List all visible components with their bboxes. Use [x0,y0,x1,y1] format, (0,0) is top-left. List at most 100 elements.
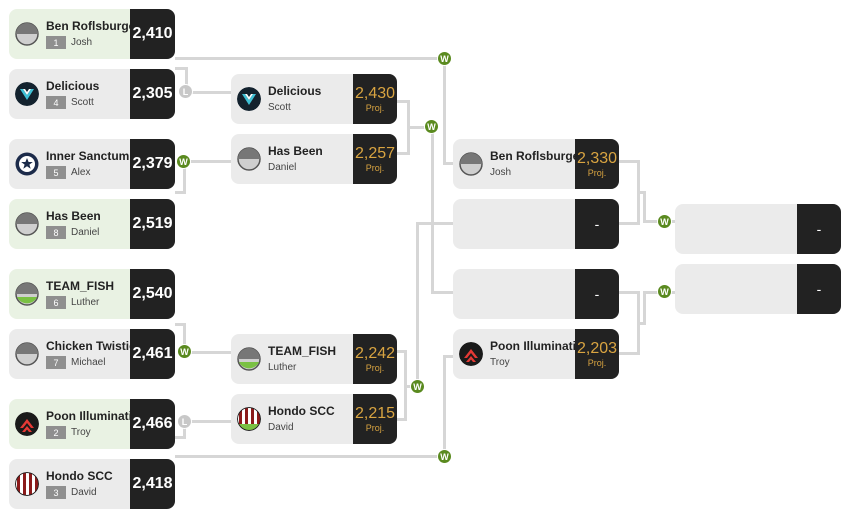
connector [431,291,453,294]
connector [643,191,646,222]
projected-score: 2,242 [354,344,396,362]
connector [619,160,639,163]
owner-name: Daniel [71,226,100,238]
owner-name: Luther [268,361,297,373]
team-name: Chicken Twisties [46,338,143,353]
connector [397,418,406,421]
team-name: Delicious [268,83,322,98]
win-badge: W [437,51,452,66]
team-logo-icon [237,407,261,431]
connector [175,67,187,70]
win-badge: W [176,154,191,169]
empty-score: - [816,221,822,237]
connector [397,350,406,353]
connector [643,291,646,325]
team-logo-icon [237,347,261,371]
team-name: Has Been [46,208,101,223]
empty-slot-card: - [453,269,619,319]
team-name: Has Been [268,143,323,158]
team-logo-icon [459,342,483,366]
team-logo-icon [15,282,39,306]
win-badge: W [410,379,425,394]
owner-name: Scott [71,96,94,108]
team-score: 2,410 [132,25,173,42]
team-score: 2,379 [132,155,173,172]
win-badge: W [437,449,452,464]
owner-name: Luther [71,296,100,308]
team-name: Ben Roflsburgers [490,148,591,163]
seed-badge: 6 [46,296,66,309]
empty-score: - [816,281,822,297]
projected-label: Proj. [587,167,607,178]
owner-name: Josh [490,166,512,178]
seed-badge: 1 [46,36,66,49]
connector [183,323,186,353]
projected-label: Proj. [365,422,385,433]
team-name: Poon Illuminati [490,338,576,353]
matchup-team-card[interactable]: Poon Illuminati 2 Troy 2,466 [9,399,175,449]
team-score: 2,461 [132,345,173,362]
empty-score: - [594,216,600,232]
connector [397,152,409,155]
final-slot-card: - [675,204,841,254]
owner-name: Scott [268,101,291,113]
team-name: Poon Illuminati [46,408,132,423]
owner-name: David [268,421,294,433]
seed-badge: 3 [46,486,66,499]
team-logo-icon [15,212,39,236]
team-score: 2,466 [132,415,173,432]
owner-name: Michael [71,356,106,368]
connector [619,291,639,294]
connector [619,352,639,355]
connector [175,436,185,439]
owner-name: Alex [71,166,91,178]
connector [619,222,639,225]
owner-name: Troy [490,356,510,368]
team-logo-icon [15,22,39,46]
team-logo-icon [15,152,39,176]
connector [443,355,453,358]
team-name: Ben Roflsburgers [46,18,147,33]
connector [183,420,186,439]
team-score: 2,519 [132,215,173,232]
win-badge: W [657,284,672,299]
team-name: Hondo SCC [268,403,335,418]
matchup-team-card[interactable]: Ben Roflsburgers 1 Josh 2,410 [9,9,175,59]
connector [185,67,188,93]
owner-name: Troy [71,426,91,438]
team-logo-icon [15,412,39,436]
connector [637,191,645,194]
team-logo-icon [459,152,483,176]
connector [416,222,453,225]
seed-badge: 4 [46,96,66,109]
projected-label: Proj. [365,162,385,173]
projected-score: 2,203 [576,339,618,357]
seed-badge: 2 [46,426,66,439]
team-score: 2,418 [132,475,173,492]
connector [443,57,446,164]
team-name: TEAM_FISH [46,278,115,293]
connector [443,162,453,165]
team-logo-icon [15,82,39,106]
connector [185,91,231,94]
owner-name: Josh [71,36,93,48]
final-slot-card: - [675,264,841,314]
win-badge: W [657,214,672,229]
connector [407,126,433,129]
team-name: Inner Sanctum [46,148,130,163]
connector [183,351,231,354]
team-name: TEAM_FISH [268,343,337,358]
connector [175,57,445,60]
